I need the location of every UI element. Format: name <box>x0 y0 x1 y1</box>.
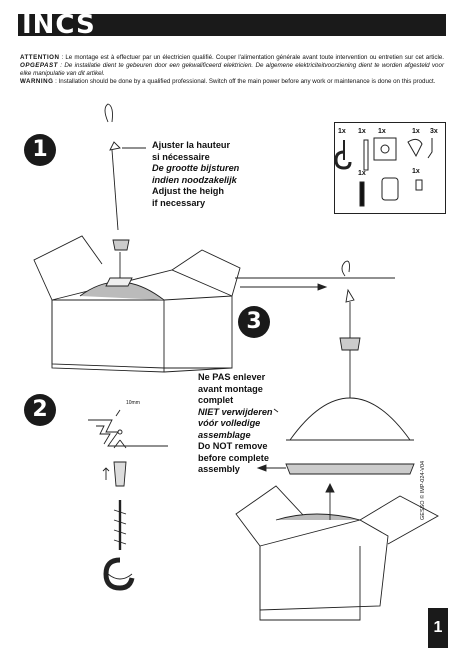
step3-line-9: assembly <box>198 464 240 474</box>
step3-line-6: assemblage <box>198 429 251 440</box>
parts-list <box>334 122 446 214</box>
qty-cable-grip: 1x <box>412 128 420 135</box>
step3-line-7: Do NOT remove <box>198 441 268 451</box>
step1-cable-grip-icon <box>109 141 121 151</box>
step2-drill-point-icon <box>117 429 123 435</box>
step1-line-5: Adjust the heigh <box>152 186 224 196</box>
document-reference: GESSO © IMP-024-V04 <box>420 460 426 520</box>
step3-cable-grip-icon <box>345 288 355 303</box>
step3-lamp-shade-icon <box>289 397 411 441</box>
step3-line-1: Ne PAS enlever <box>198 372 266 382</box>
step1-line-3: De grootte bijsturen <box>152 163 240 173</box>
step1-box-icon <box>33 235 241 373</box>
step3-hook-icon <box>341 260 350 277</box>
parts-terminal-block-icon <box>381 177 399 201</box>
parts-rod-icon <box>359 181 365 207</box>
parts-hook-icon <box>334 150 352 170</box>
step1-badge: 1 <box>24 134 56 166</box>
step2-dimension: 10mm <box>126 400 140 406</box>
lift-arrow-icon <box>325 482 335 493</box>
warning-fr-label: ATTENTION <box>20 54 60 61</box>
warning-block: ATTENTION : Le montage est à effectuer p… <box>20 54 444 86</box>
parts-screw-icon <box>427 138 433 159</box>
step3-line-4: NIET verwijderen <box>198 406 273 417</box>
step3-line-3: complet <box>198 395 234 405</box>
parts-cable-grip-icon <box>407 138 423 158</box>
parts-canopy-plate-icon <box>373 137 397 161</box>
warning-nl-text: : De installatie dient te gebeuren door … <box>20 62 444 77</box>
step1-line-2: si nécessaire <box>152 151 210 162</box>
step1-text: Ajuster la hauteur si nécessaire De groo… <box>152 140 239 209</box>
step2-hook-icon <box>103 557 135 591</box>
step3-text: Ne PAS enlever avant montage complet NIE… <box>198 372 273 476</box>
step1-line-1: Ajuster la hauteur <box>152 140 231 150</box>
page-title: INCS <box>22 10 96 40</box>
qty-screw: 3x <box>430 128 438 135</box>
step1-cable-loop-icon <box>104 103 113 123</box>
step3-line-8: before complete <box>198 452 269 463</box>
warning-en-text: : Installation should be done by a quali… <box>53 78 436 85</box>
step2-ceiling-icon <box>88 419 168 447</box>
step3-arrow-icon <box>317 283 328 291</box>
step3-line-2: avant montage <box>198 383 263 394</box>
step3-box-icon <box>235 485 439 621</box>
qty-hook: 1x <box>338 128 346 135</box>
qty-rod: 1x <box>358 170 366 177</box>
step1-line-6: if necessary <box>152 197 206 208</box>
step1-line-4: indien noodzakelijk <box>152 174 237 185</box>
qty-dowel: 1x <box>358 128 366 135</box>
step3-badge: 3 <box>238 306 270 338</box>
warning-fr-text: : Le montage est à effectuer par un élec… <box>59 54 444 61</box>
warning-nl-label: OPGEPAST <box>20 62 58 69</box>
warning-en-label: WARNING <box>20 78 54 85</box>
parts-dowel-icon <box>363 139 369 171</box>
step2-dowel-icon <box>113 461 127 487</box>
parts-screw-small-icon <box>415 179 423 191</box>
qty-terminal-block: 1x <box>412 168 420 175</box>
step1-canopy-icon <box>112 239 130 251</box>
step2-badge: 2 <box>24 394 56 426</box>
step3-canopy-icon <box>339 337 361 351</box>
step3-line-5: vóór volledige <box>198 418 261 428</box>
page-number: 1 <box>428 608 448 648</box>
qty-canopy-plate: 1x <box>378 128 386 135</box>
header-bar <box>18 14 446 36</box>
